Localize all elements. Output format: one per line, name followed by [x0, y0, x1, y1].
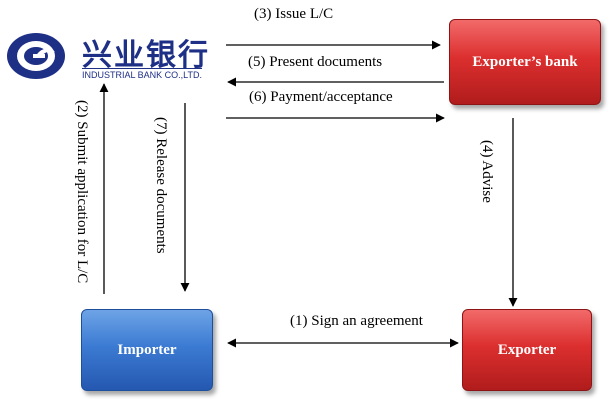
release-documents-label: (7) Release documents: [153, 117, 169, 254]
submit-application-label: (2) Submit application for L/C: [74, 100, 90, 284]
bank-name-english: INDUSTRIAL BANK CO.,LTD.: [82, 68, 203, 80]
sign-agreement-label: (1) Sign an agreement: [290, 313, 423, 329]
industrial-bank-emblem-icon: [7, 33, 65, 79]
advise-label: (4) Advise: [479, 140, 495, 203]
issue-lc-label: (3) Issue L/C: [254, 6, 334, 22]
exporter-node: Exporter: [462, 309, 592, 391]
present-documents-label: (5) Present documents: [248, 54, 383, 70]
industrial-bank-logo: 兴业银行 INDUSTRIAL BANK CO.,LTD.: [6, 28, 216, 84]
payment-acceptance-label: (6) Payment/acceptance: [249, 89, 393, 105]
bank-name-chinese: 兴业银行: [82, 38, 210, 73]
exporters-bank-node: Exporter’s bank: [449, 19, 601, 105]
importer-node: Importer: [81, 309, 213, 391]
